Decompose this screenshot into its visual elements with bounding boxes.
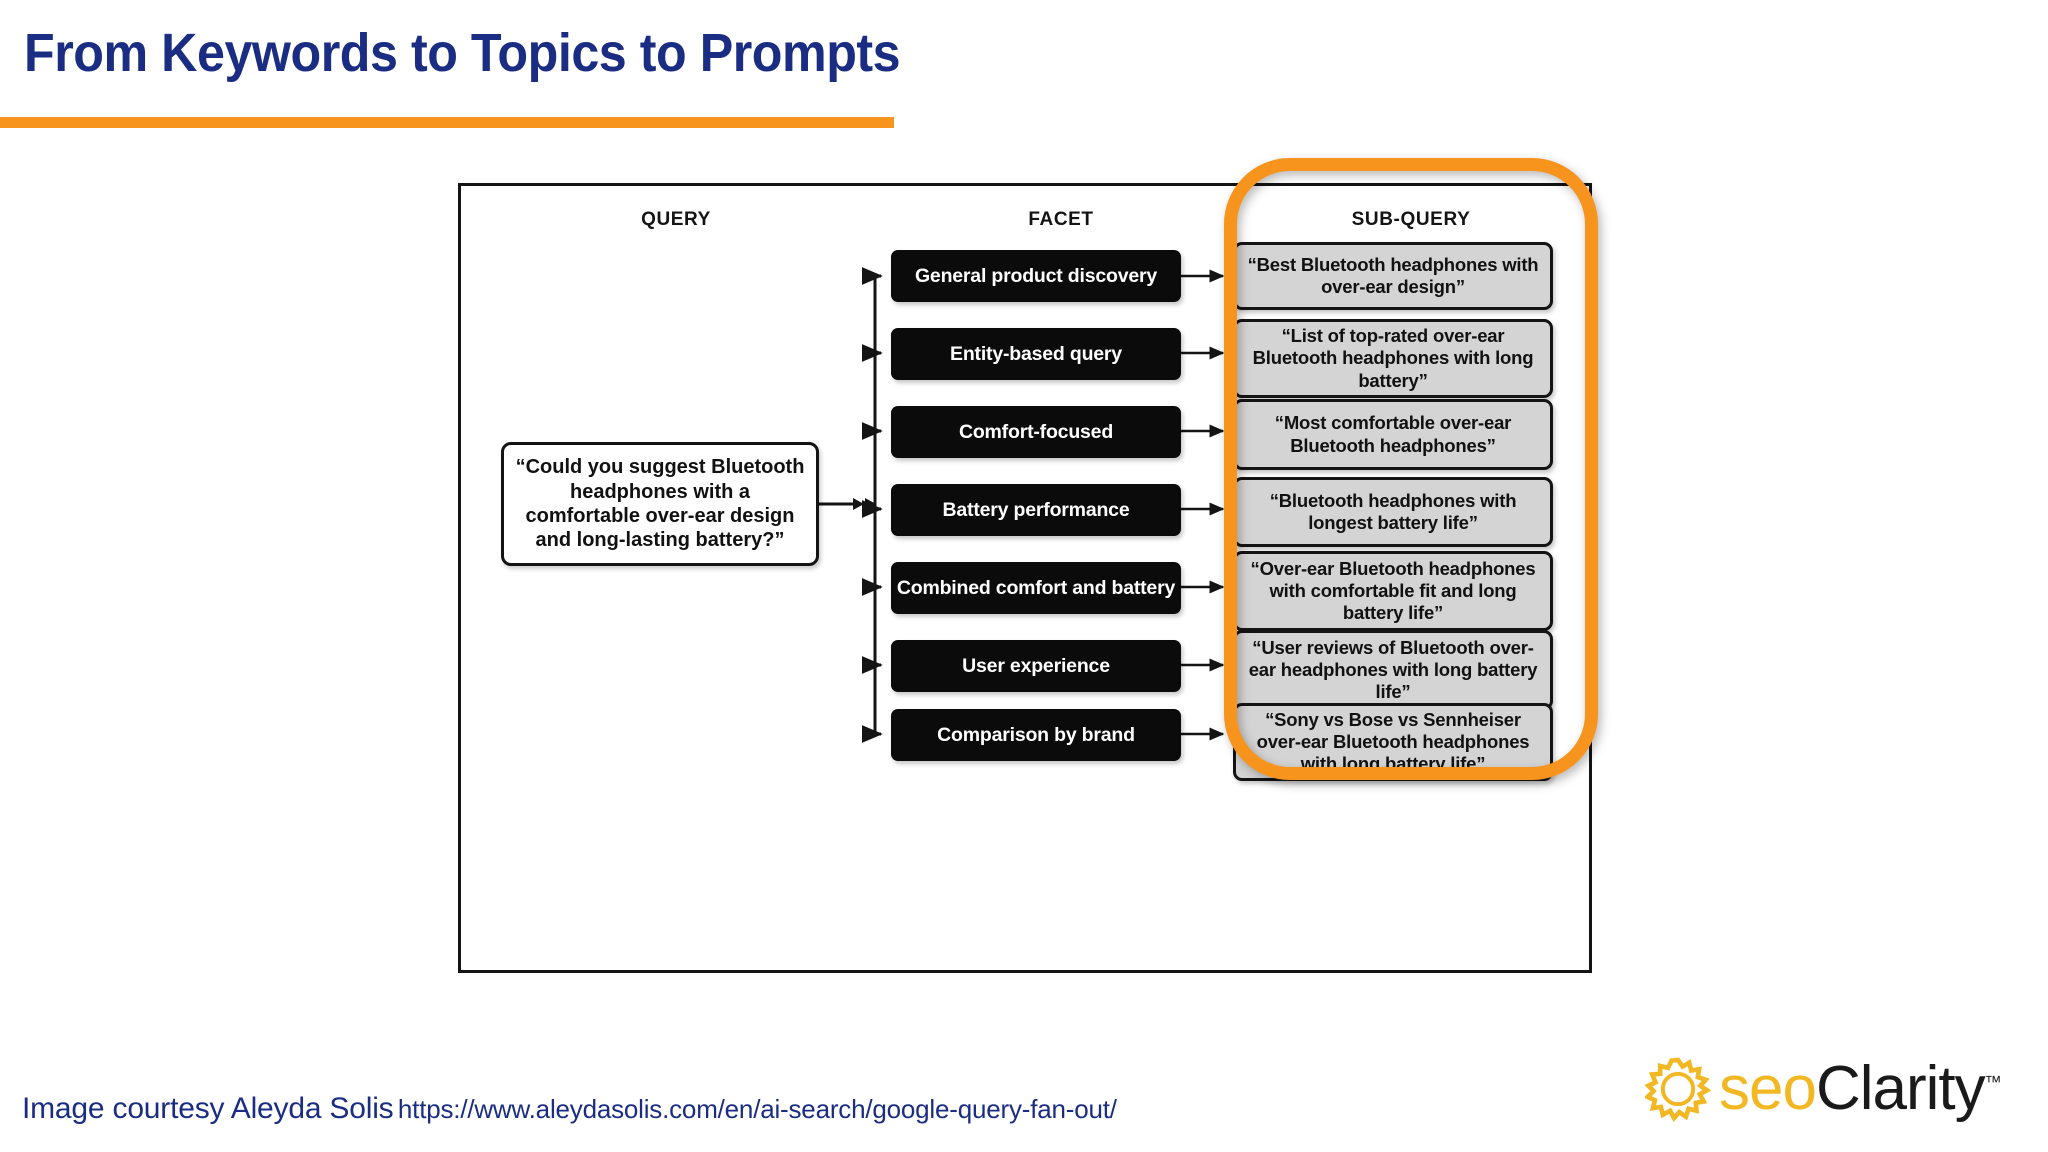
sub-query-label: “Most comfortable over-ear Bluetooth hea… bbox=[1274, 412, 1512, 456]
image-credit-label: Image courtesy Aleyda Solis bbox=[22, 1092, 394, 1125]
sub-query-label: “Bluetooth headphones with longest batte… bbox=[1269, 489, 1517, 533]
query-box-text: “Could you suggest Bluetooth headphones … bbox=[515, 456, 805, 552]
sun-burst-icon bbox=[1645, 1057, 1711, 1122]
sub-query-box[interactable]: “Sony vs Bose vs Sennheiser over-ear Blu… bbox=[1233, 703, 1553, 781]
seoclarity-logo: seoClarity™ bbox=[1645, 1048, 2035, 1130]
image-credit: Image courtesy Aleyda Solis https://www.… bbox=[22, 1092, 1117, 1126]
seoclarity-wordmark: seoClarity™ bbox=[1719, 1058, 2002, 1120]
sub-query-label: “Sony vs Bose vs Sennheiser over-ear Blu… bbox=[1256, 708, 1530, 775]
query-box[interactable]: “Could you suggest Bluetooth headphones … bbox=[501, 442, 819, 566]
facet-box[interactable]: Entity-based query bbox=[891, 328, 1181, 380]
brand-name-clarity: Clarity bbox=[1815, 1054, 1986, 1123]
sub-query-box[interactable]: “Over-ear Bluetooth headphones with comf… bbox=[1233, 551, 1553, 631]
facet-label: General product discovery bbox=[914, 264, 1158, 287]
title-underline-rule bbox=[0, 117, 894, 128]
sub-query-label: “Over-ear Bluetooth headphones with comf… bbox=[1250, 557, 1536, 624]
facet-box[interactable]: Comparison by brand bbox=[891, 709, 1181, 761]
facet-label: Entity-based query bbox=[950, 342, 1122, 365]
facet-box[interactable]: Comfort-focused bbox=[891, 406, 1181, 458]
sub-query-label: “User reviews of Bluetooth over-ear head… bbox=[1248, 636, 1538, 703]
facet-box[interactable]: Battery performance bbox=[891, 484, 1181, 536]
brand-name-seo: seo bbox=[1719, 1054, 1817, 1123]
facet-label: Combined comfort and battery bbox=[896, 576, 1176, 599]
query-fanout-diagram: QUERY FACET SUB-QUERY bbox=[458, 183, 1592, 973]
facet-label: Comfort-focused bbox=[958, 420, 1114, 443]
facet-box[interactable]: Combined comfort and battery bbox=[891, 562, 1181, 614]
image-credit-url[interactable]: https://www.aleydasolis.com/en/ai-search… bbox=[397, 1094, 1117, 1124]
facet-label: Battery performance bbox=[942, 498, 1130, 521]
column-header-facet: FACET bbox=[1028, 209, 1094, 230]
sub-query-box[interactable]: “User reviews of Bluetooth over-ear head… bbox=[1233, 630, 1553, 710]
sub-query-label: “List of top-rated over-ear Bluetooth he… bbox=[1252, 325, 1534, 391]
column-header-query: QUERY bbox=[641, 209, 711, 230]
column-header-sub-query: SUB-QUERY bbox=[1351, 209, 1471, 230]
facet-box[interactable]: General product discovery bbox=[891, 250, 1181, 302]
facet-box[interactable]: User experience bbox=[891, 640, 1181, 692]
page-title: From Keywords to Topics to Prompts bbox=[24, 23, 901, 83]
trademark-symbol: ™ bbox=[1984, 1072, 2002, 1092]
facet-label: User experience bbox=[962, 654, 1110, 677]
sub-query-box[interactable]: “List of top-rated over-ear Bluetooth he… bbox=[1233, 319, 1553, 398]
sub-query-box[interactable]: “Best Bluetooth headphones with over-ear… bbox=[1233, 242, 1553, 310]
facet-label: Comparison by brand bbox=[937, 723, 1135, 746]
sub-query-label: “Best Bluetooth headphones with over-ear… bbox=[1247, 253, 1539, 297]
sub-query-box[interactable]: “Most comfortable over-ear Bluetooth hea… bbox=[1233, 399, 1553, 470]
sub-query-box[interactable]: “Bluetooth headphones with longest batte… bbox=[1233, 477, 1553, 547]
